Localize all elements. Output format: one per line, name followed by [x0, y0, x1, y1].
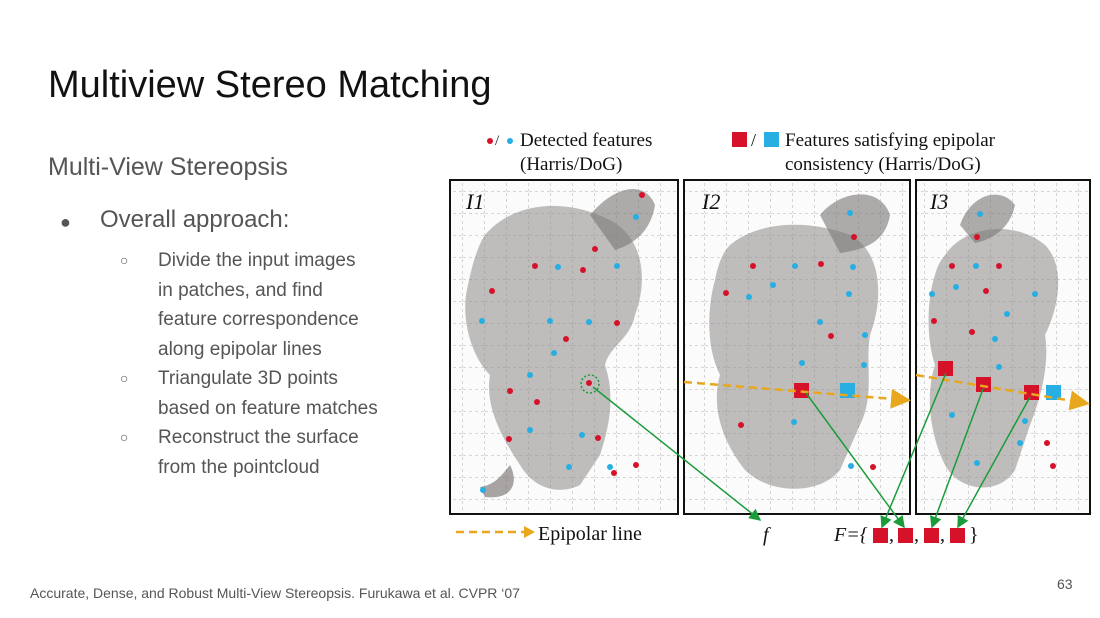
sub-bullet-divide: ○ Divide the input images in patches, an…	[120, 246, 440, 364]
F-comma: ,	[940, 524, 945, 546]
warrior-figure-2	[709, 224, 879, 489]
red-dot-icon	[487, 138, 493, 144]
citation: Accurate, Dense, and Robust Multi-View S…	[30, 585, 520, 601]
epipolar-feature-red	[976, 377, 991, 392]
page-number: 63	[1057, 576, 1073, 592]
F-comma: ,	[889, 524, 894, 546]
sub-bullet-line: from the pointcloud	[158, 456, 320, 478]
slide-title: Multiview Stereo Matching	[48, 64, 492, 106]
sub-bullet-line: in patches, and find	[158, 279, 323, 301]
match-arrows	[592, 372, 1031, 529]
sub-bullet-line: Divide the input images	[158, 250, 356, 271]
panel-label-2: I2	[701, 189, 720, 214]
bullet-label: Overall approach:	[100, 206, 290, 233]
image-panel-1: I1	[449, 179, 679, 515]
blue-square-icon	[764, 132, 779, 147]
multiview-figure: / Detected features (Harris/DoG) / Featu…	[440, 125, 1100, 555]
sub-bullet-reconstruct: ○ Reconstruct the surface from the point…	[120, 423, 440, 482]
legend-detected: / Detected features (Harris/DoG)	[487, 130, 652, 175]
F-label: F={	[833, 524, 868, 546]
F-red-square	[898, 528, 913, 543]
detected-features-2	[723, 210, 876, 470]
bullet-overall-approach: ● Overall approach:	[60, 206, 440, 238]
panel-label-3: I3	[929, 189, 948, 214]
F-red-square	[924, 528, 939, 543]
detected-features-3	[929, 211, 1056, 469]
sub-bullet-list: ○ Divide the input images in patches, an…	[120, 246, 440, 482]
legend-consistent: / Features satisfying epipolar consisten…	[732, 130, 996, 175]
image-panel-2: I2	[683, 179, 911, 515]
sub-bullet-line: Reconstruct the surface	[158, 427, 359, 448]
blue-dot-icon	[507, 138, 513, 144]
bullet-list: ● Overall approach: ○ Divide the input i…	[60, 206, 440, 482]
hollow-circle-icon: ○	[120, 429, 129, 445]
F-red-square	[950, 528, 965, 543]
sub-bullet-line: based on feature matches	[158, 397, 378, 419]
panel-label-1: I1	[465, 189, 484, 214]
bullet-dot-icon: ●	[60, 212, 71, 232]
sub-bullet-line: Triangulate 3D points	[158, 368, 338, 389]
image-panel-3: I3	[915, 179, 1091, 515]
legend-slash: /	[751, 130, 756, 150]
detected-features-1	[479, 192, 645, 493]
sub-bullet-triangulate: ○ Triangulate 3D points based on feature…	[120, 364, 440, 423]
legend-slash: /	[495, 133, 500, 149]
red-square-icon	[732, 132, 747, 147]
F-red-square	[873, 528, 888, 543]
F-close: }	[969, 524, 979, 546]
hollow-circle-icon: ○	[120, 252, 129, 268]
epipolar-legend-arrow-icon	[524, 526, 535, 538]
slide-subtitle: Multi-View Stereopsis	[48, 153, 288, 181]
F-comma: ,	[914, 524, 919, 546]
f-label: f	[763, 524, 771, 546]
sub-bullet-line: along epipolar lines	[158, 338, 322, 360]
legend-detected-line1: Detected features	[520, 130, 652, 151]
epipolar-feature-red	[938, 361, 953, 376]
figure-svg: / Detected features (Harris/DoG) / Featu…	[449, 130, 1091, 546]
epipolar-line-label: Epipolar line	[538, 523, 642, 545]
warrior-figure-1	[465, 205, 642, 490]
legend-consistent-line2: consistency (Harris/DoG)	[785, 154, 981, 175]
hollow-circle-icon: ○	[120, 370, 129, 386]
epipolar-line-3	[915, 373, 1090, 411]
sub-bullet-line: feature correspondence	[158, 309, 359, 330]
legend-detected-line2: (Harris/DoG)	[520, 154, 622, 175]
epipolar-line-2	[683, 380, 911, 409]
legend-consistent-line1: Features satisfying epipolar	[785, 130, 996, 151]
epipolar-feature-red	[1024, 385, 1039, 400]
selected-feature-circle	[580, 374, 600, 394]
